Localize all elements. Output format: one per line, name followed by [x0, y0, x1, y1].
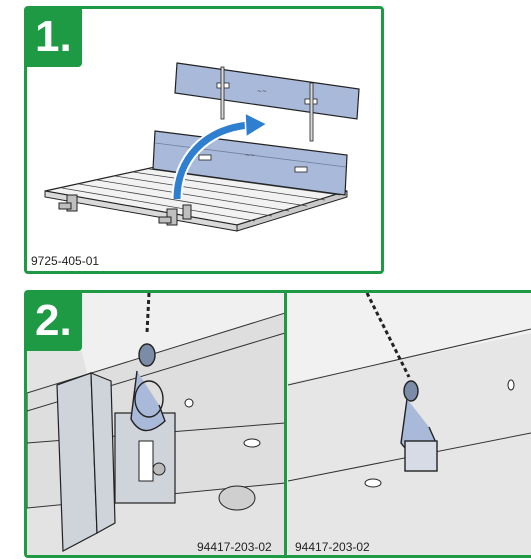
step-2-illustration: 94417-203-02 94417-203-02 — [27, 293, 531, 555]
view-divider — [284, 293, 287, 555]
step-1-number: 1. — [27, 9, 82, 67]
svg-text:~~: ~~ — [257, 88, 267, 95]
arrow-icon — [173, 121, 250, 200]
step-1-panel: 1. ~~ ~~ — [24, 6, 384, 274]
part-number: 94417-203-02 — [197, 540, 272, 554]
step-2-panel: 2. 94417-203-02 — [24, 290, 531, 558]
step-2-number: 2. — [27, 293, 82, 351]
part-number: 9725-405-01 — [29, 253, 102, 269]
svg-text:~~: ~~ — [245, 152, 255, 159]
part-number: 94417-203-02 — [295, 540, 370, 554]
step-1-illustration: ~~ ~~ — [44, 62, 360, 232]
